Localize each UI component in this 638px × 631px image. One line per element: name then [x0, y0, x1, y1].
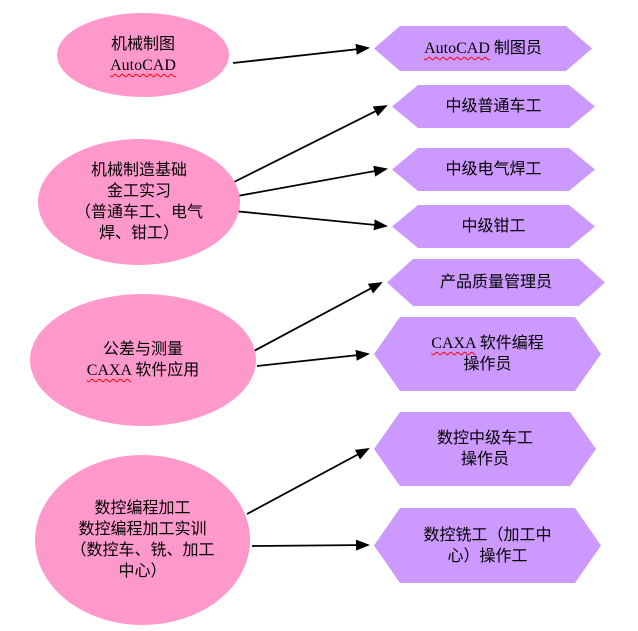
course-text-rest: 软件应用	[131, 362, 200, 379]
misspelled-word: CAXA	[86, 362, 132, 379]
course-text-line: 金工实习	[106, 183, 171, 200]
cert-text-line: 中级普通车工	[445, 98, 542, 115]
cert-node-intermediate-fitter: 中级钳工	[392, 205, 595, 248]
arrow-course1-to-cert1	[232, 43, 370, 64]
course-text-line: （数控车、铣、加工	[70, 542, 215, 559]
misspelled-word: AutoCAD	[424, 40, 490, 57]
course-text-line: （普通车工、电气	[74, 204, 203, 221]
cert-text-line: 数控中级车工	[436, 430, 533, 447]
course-node-manufacturing-basics-metalwork: 机械制造基础 金工实习 （普通车工、电气 焊、钳工）	[38, 139, 240, 265]
cert-text-line: 心）操作工	[447, 547, 528, 565]
cert-text-line: 操作员	[460, 451, 509, 468]
misspelled-word: CAXA	[431, 335, 476, 352]
cert-text-line: 产品质量管理员	[439, 274, 552, 291]
arrow-course2-to-cert4	[233, 210, 388, 231]
course-node-mechanical-drawing-autocad: 机械制图 AutoCAD	[57, 13, 229, 97]
cert-node-caxa-programming-operator: CAXA 软件编程 操作员	[374, 317, 601, 391]
cert-text-line: CAXA 软件编程	[431, 333, 543, 354]
cert-text-line: 中级钳工	[461, 218, 526, 235]
course-text-line: 公差与测量	[102, 341, 183, 358]
course-node-tolerance-measurement-caxa: 公差与测量 CAXA 软件应用	[30, 294, 256, 426]
cert-node-intermediate-electric-welder: 中级电气焊工	[392, 148, 595, 191]
cert-node-autocad-draftsman: AutoCAD 制图员	[374, 26, 592, 71]
arrow-course3-to-cert6	[256, 349, 370, 367]
course-text-line: AutoCAD	[110, 57, 176, 74]
cert-node-cnc-intermediate-lathe-operator: 数控中级车工 操作员	[374, 412, 596, 486]
arrow-course4-to-cert7	[246, 448, 370, 515]
course-text-line: 机械制图	[110, 36, 175, 53]
cert-text-line: 中级电气焊工	[445, 161, 542, 178]
cert-node-product-quality-manager: 产品质量管理员	[387, 259, 605, 306]
cert-node-cnc-milling-operator: 数控铣工（加工中 心）操作工	[374, 508, 601, 583]
cert-text-rest: 制图员	[489, 40, 542, 57]
cert-text-line: 数控铣工（加工中	[423, 526, 552, 544]
course-text-line: 中心）	[118, 563, 167, 580]
cert-node-intermediate-lathe-worker: 中级普通车工	[392, 85, 595, 128]
course-text-line: 机械制造基础	[90, 162, 187, 179]
course-text-line: 数控编程加工实训	[78, 521, 207, 538]
cert-text-line: 操作员	[463, 356, 512, 373]
course-text-line: 焊、钳工）	[98, 225, 179, 242]
course-node-cnc-programming: 数控编程加工 数控编程加工实训 （数控车、铣、加工 中心）	[35, 455, 250, 625]
cert-text-rest: 软件编程	[475, 335, 544, 352]
cert-text-line: AutoCAD 制图员	[424, 38, 542, 59]
arrow-course3-to-cert5	[251, 282, 383, 353]
arrow-course2-to-cert2	[229, 105, 388, 185]
course-text-line: 数控编程加工	[94, 500, 191, 517]
arrow-course4-to-cert8	[251, 539, 370, 551]
course-text-line: CAXA 软件应用	[87, 360, 199, 381]
arrow-course2-to-cert3	[231, 165, 388, 198]
